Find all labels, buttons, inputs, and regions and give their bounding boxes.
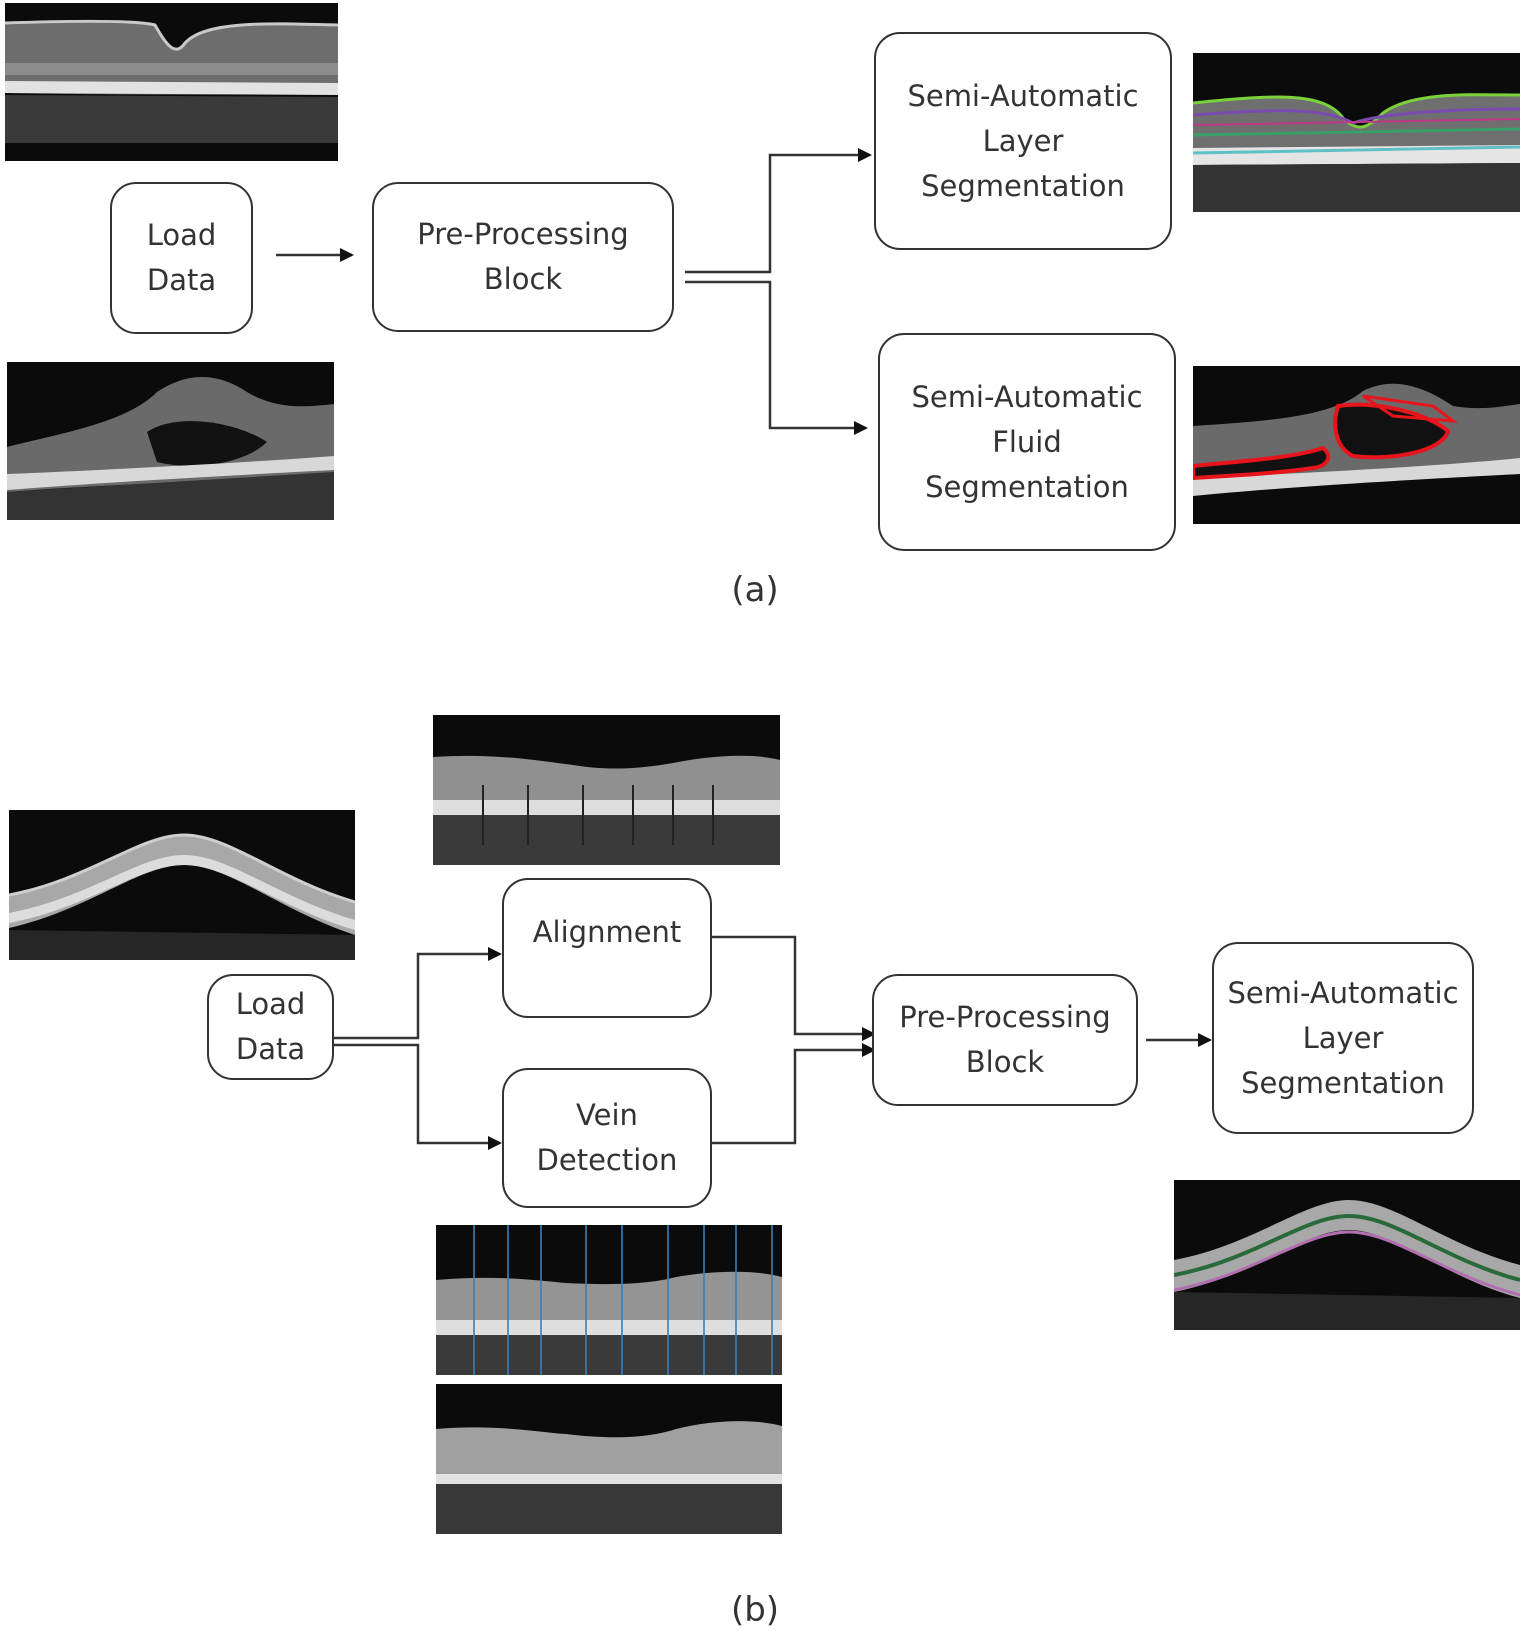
oct-scan-curved-result [1174, 1180, 1520, 1330]
layer-segmentation-box-a: Semi-Automatic Layer Segmentation [874, 32, 1172, 250]
fluid-segmentation-label-a: Semi-Automatic Fluid Segmentation [911, 379, 1143, 504]
connector-load-to-alignment-b [333, 947, 502, 1040]
caption-b: (b) [730, 1590, 780, 1630]
connector-pre-to-fluid-a [685, 280, 868, 435]
connector-vein-to-pre-b [712, 1043, 876, 1145]
pre-processing-box-a: Pre-Processing Block [372, 182, 674, 332]
oct-scan-vein-removed [436, 1384, 782, 1534]
oct-scan-fluid [7, 362, 334, 520]
load-data-box-a: Load Data [110, 182, 253, 334]
fluid-segmentation-box-a: Semi-Automatic Fluid Segmentation [878, 333, 1176, 551]
load-data-label-b: Load Data [235, 987, 306, 1066]
connector-alignment-to-pre-b [712, 935, 876, 1041]
load-data-box-b: Load Data [207, 974, 334, 1080]
oct-scan-curved [9, 810, 355, 960]
pre-processing-label-b: Pre-Processing Block [899, 1000, 1111, 1079]
oct-scan-layers-result [1193, 53, 1520, 212]
pre-processing-box-b: Pre-Processing Block [872, 974, 1138, 1106]
alignment-box-b: Alignment [502, 878, 712, 1018]
pre-processing-label-a: Pre-Processing Block [417, 217, 629, 296]
layer-segmentation-label-b: Semi-Automatic Layer Segmentation [1227, 975, 1459, 1100]
load-data-label-a: Load Data [146, 218, 217, 297]
oct-scan-fluid-result [1193, 366, 1520, 524]
layer-segmentation-label-a: Semi-Automatic Layer Segmentation [907, 78, 1139, 203]
oct-scan-vein-detected [436, 1225, 782, 1375]
connector-pre-to-layer-a [685, 148, 872, 274]
caption-a: (a) [731, 570, 779, 610]
alignment-label-b: Alignment [532, 915, 682, 949]
vein-detection-label-b: Vein Detection [536, 1098, 678, 1177]
oct-scan-flat-top [433, 715, 780, 865]
oct-scan-fovea [5, 3, 338, 161]
layer-segmentation-box-b: Semi-Automatic Layer Segmentation [1212, 942, 1474, 1134]
connector-load-to-vein-b [333, 1043, 502, 1150]
vein-detection-box-b: Vein Detection [502, 1068, 712, 1208]
